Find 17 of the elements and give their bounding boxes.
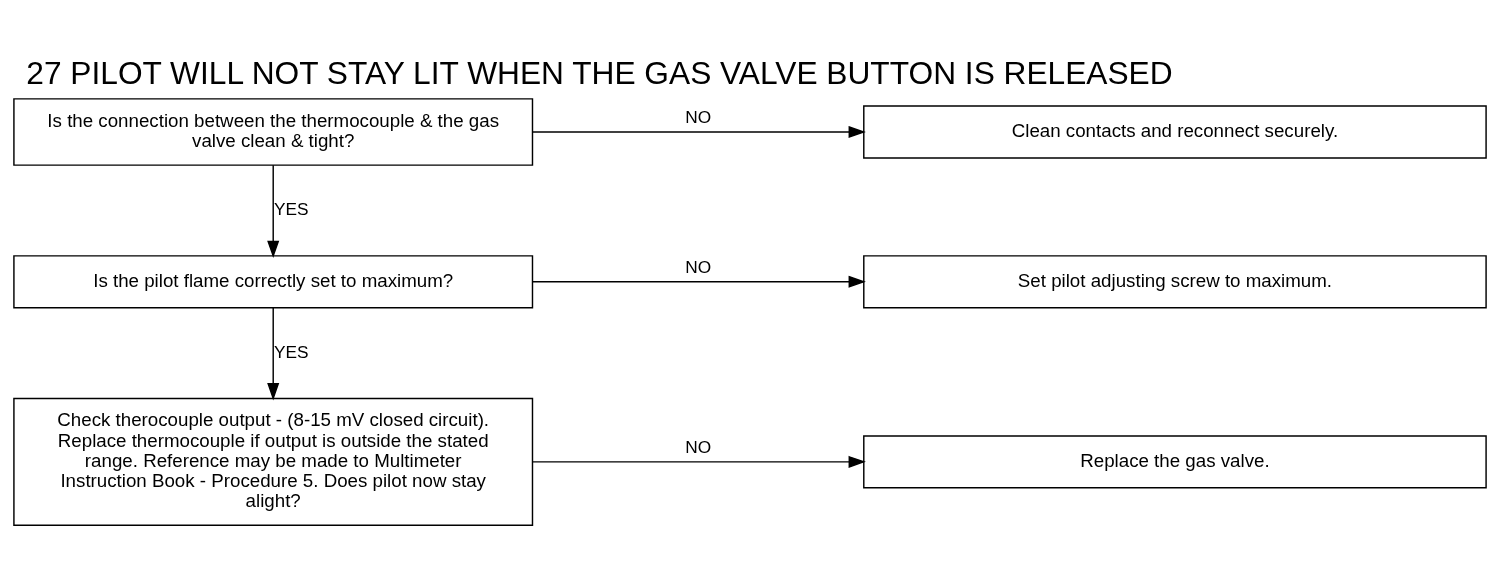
arrow <box>532 455 866 468</box>
arrow <box>532 125 866 138</box>
arrow <box>532 275 866 288</box>
arrow <box>267 306 280 400</box>
arrow <box>267 164 280 258</box>
node-box: Is the connection between the thermocouple & the gas valve clean & tight? <box>13 97 534 166</box>
node-box: Clean contacts and reconnect securely. <box>863 104 1487 159</box>
edge-label: YES <box>273 198 309 219</box>
edge-label: NO <box>685 436 712 457</box>
node-box: Is the pilot flame correctly set to maximum? <box>13 254 534 308</box>
node-box: Replace the gas valve. <box>863 434 1487 488</box>
edge-label: YES <box>273 341 309 362</box>
node-box: Check therocouple output - (8-15 mV closed circuit). Replace thermocouple if output is outside the stated range. Reference may be made to Multimeter Instruction Book - Procedure 5. Does pilot now stay alight? <box>13 397 534 526</box>
edge-label: NO <box>685 106 712 127</box>
edge-label: NO <box>685 256 712 277</box>
diagram-title: 27 PILOT WILL NOT STAY LIT WHEN THE GAS VALVE BUTTON IS RELEASED <box>26 54 1173 91</box>
node-box: Set pilot adjusting screw to maximum. <box>863 254 1487 308</box>
